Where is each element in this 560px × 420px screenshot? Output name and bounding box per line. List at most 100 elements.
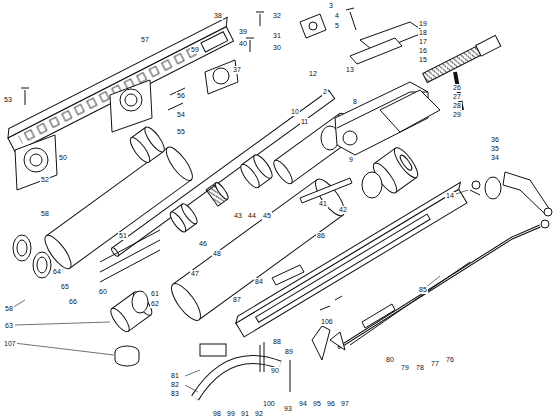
pin xyxy=(362,304,395,328)
callout-number: 60 xyxy=(98,288,108,296)
callout-number: 43 xyxy=(233,212,243,220)
callout-number: 107 xyxy=(3,340,17,348)
side-lever xyxy=(472,172,552,216)
callout-number: 88 xyxy=(272,338,282,346)
callout-number: 28 xyxy=(452,102,462,110)
callout-number: 57 xyxy=(140,36,150,44)
callout-number: 97 xyxy=(340,400,350,408)
callout-number: 8 xyxy=(352,98,358,106)
scope-rail xyxy=(4,17,238,152)
callout-number: 84 xyxy=(254,278,264,286)
callout-number: 19 xyxy=(418,20,428,28)
callout-number: 61 xyxy=(150,290,160,298)
callout-number: 92 xyxy=(254,410,264,418)
callout-number: 66 xyxy=(68,298,78,306)
callout-number: 37 xyxy=(232,66,242,74)
o-ring xyxy=(132,291,148,313)
callout-number: 85 xyxy=(418,286,428,294)
callout-number: 90 xyxy=(270,367,280,375)
callout-number: 18 xyxy=(418,29,428,37)
callout-number: 5 xyxy=(334,22,340,30)
knob xyxy=(115,346,139,366)
callout-number: 94 xyxy=(298,400,308,408)
callout-number: 42 xyxy=(338,206,348,214)
trigger-guard xyxy=(195,360,280,398)
callout-number: 17 xyxy=(418,38,428,46)
callout-number: 80 xyxy=(385,356,395,364)
callout-number: 3 xyxy=(328,2,334,10)
callout-number: 93 xyxy=(283,405,293,413)
callout-number: 63 xyxy=(4,322,14,330)
callout-number: 30 xyxy=(272,44,282,52)
callout-number: 99 xyxy=(226,410,236,418)
air-reservoir xyxy=(167,175,350,325)
callout-number: 16 xyxy=(418,47,428,55)
callout-number: 65 xyxy=(60,283,70,291)
callout-number: 2 xyxy=(322,88,328,96)
leader-line xyxy=(12,190,468,392)
callout-number: 100 xyxy=(262,400,276,408)
callout-number: 13 xyxy=(345,66,355,74)
callout-number: 62 xyxy=(150,300,160,308)
pin xyxy=(320,296,342,310)
callout-number: 45 xyxy=(262,212,272,220)
callout-number: 34 xyxy=(490,154,500,162)
callout-number: 81 xyxy=(170,372,180,380)
callout-number: 10 xyxy=(290,108,300,116)
callout-number: 106 xyxy=(320,318,334,326)
callout-number: 29 xyxy=(452,111,462,119)
callout-number: 91 xyxy=(240,410,250,418)
barrel-bushing xyxy=(127,124,167,165)
callout-number: 40 xyxy=(238,40,248,48)
callout-number: 44 xyxy=(247,212,257,220)
callout-number: 64 xyxy=(52,268,62,276)
callout-number: 89 xyxy=(284,348,294,356)
callout-number: 31 xyxy=(272,32,282,40)
callout-number: 77 xyxy=(430,360,440,368)
callout-number: 58 xyxy=(4,305,14,313)
scope-mount xyxy=(15,135,57,190)
callout-number: 82 xyxy=(170,381,180,389)
callout-number: 15 xyxy=(418,56,428,64)
callout-number: 46 xyxy=(198,240,208,248)
bolt xyxy=(422,35,501,83)
callout-number: 56 xyxy=(176,92,186,100)
callout-number: 54 xyxy=(176,111,186,119)
callout-number: 27 xyxy=(452,93,462,101)
callout-number: 53 xyxy=(3,96,13,104)
callout-number: 76 xyxy=(445,356,455,364)
receiver xyxy=(335,82,440,155)
callout-number: 4 xyxy=(334,12,340,20)
callout-number: 48 xyxy=(212,250,222,258)
callout-number: 86 xyxy=(316,232,326,240)
lever-rod xyxy=(338,226,540,348)
callout-number: 14 xyxy=(445,192,455,200)
callout-number: 9 xyxy=(348,156,354,164)
callout-number: 55 xyxy=(176,128,186,136)
callout-number: 50 xyxy=(58,154,68,162)
callout-number: 95 xyxy=(312,400,322,408)
scope-mount xyxy=(110,80,152,132)
end-cap xyxy=(108,289,155,334)
barrel-bushing xyxy=(168,202,200,234)
callout-number: 12 xyxy=(308,70,318,78)
callout-number: 32 xyxy=(272,12,282,20)
callout-number: 96 xyxy=(326,400,336,408)
callout-number: 59 xyxy=(190,46,200,54)
callout-number: 98 xyxy=(212,410,222,418)
rod xyxy=(350,262,470,345)
callout-number: 83 xyxy=(170,390,180,398)
block xyxy=(200,344,226,356)
trigger xyxy=(312,326,330,360)
plate xyxy=(350,38,402,64)
stock-rail xyxy=(233,182,471,336)
callout-number: 26 xyxy=(452,84,462,92)
screw xyxy=(21,8,480,195)
seal xyxy=(362,172,382,198)
callout-number: 58 xyxy=(40,210,50,218)
bolt xyxy=(100,230,160,282)
callout-number: 38 xyxy=(213,12,223,20)
callout-number: 87 xyxy=(232,296,242,304)
clip xyxy=(272,265,304,285)
